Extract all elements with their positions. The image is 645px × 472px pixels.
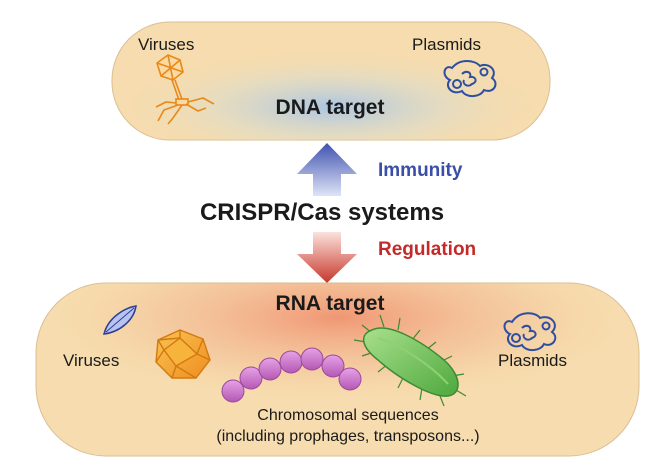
phage-virus-icon <box>155 54 215 125</box>
plasmid-icon <box>503 312 557 352</box>
bacterium-icon <box>353 314 467 407</box>
regulation-label: Regulation <box>378 239 476 260</box>
top-viruses-label: Viruses <box>138 35 194 54</box>
chromosome-beads-icon <box>221 347 362 403</box>
leaf-virus-icon <box>103 305 137 335</box>
dna-target-title: DNA target <box>276 96 385 119</box>
rna-target-panel: RNA target Viruses Plasmids Chromosomal … <box>35 282 640 457</box>
top-plasmids-label: Plasmids <box>412 35 481 54</box>
icosahedral-virus-icon <box>155 329 211 379</box>
bottom-plasmids-label: Plasmids <box>498 351 567 370</box>
chromosomal-label-line2: (including prophages, transposons...) <box>216 428 479 445</box>
chromosomal-label-line1: Chromosomal sequences <box>257 407 438 424</box>
immunity-label: Immunity <box>378 160 463 181</box>
plasmid-icon <box>443 60 497 98</box>
dna-target-panel: Viruses Plasmids DNA target <box>111 21 551 141</box>
regulation-arrow <box>297 232 357 283</box>
crispr-cas-title: CRISPR/Cas systems <box>200 199 444 226</box>
rna-target-title: RNA target <box>276 292 385 315</box>
immunity-arrow <box>297 143 357 196</box>
bottom-viruses-label: Viruses <box>63 351 119 370</box>
